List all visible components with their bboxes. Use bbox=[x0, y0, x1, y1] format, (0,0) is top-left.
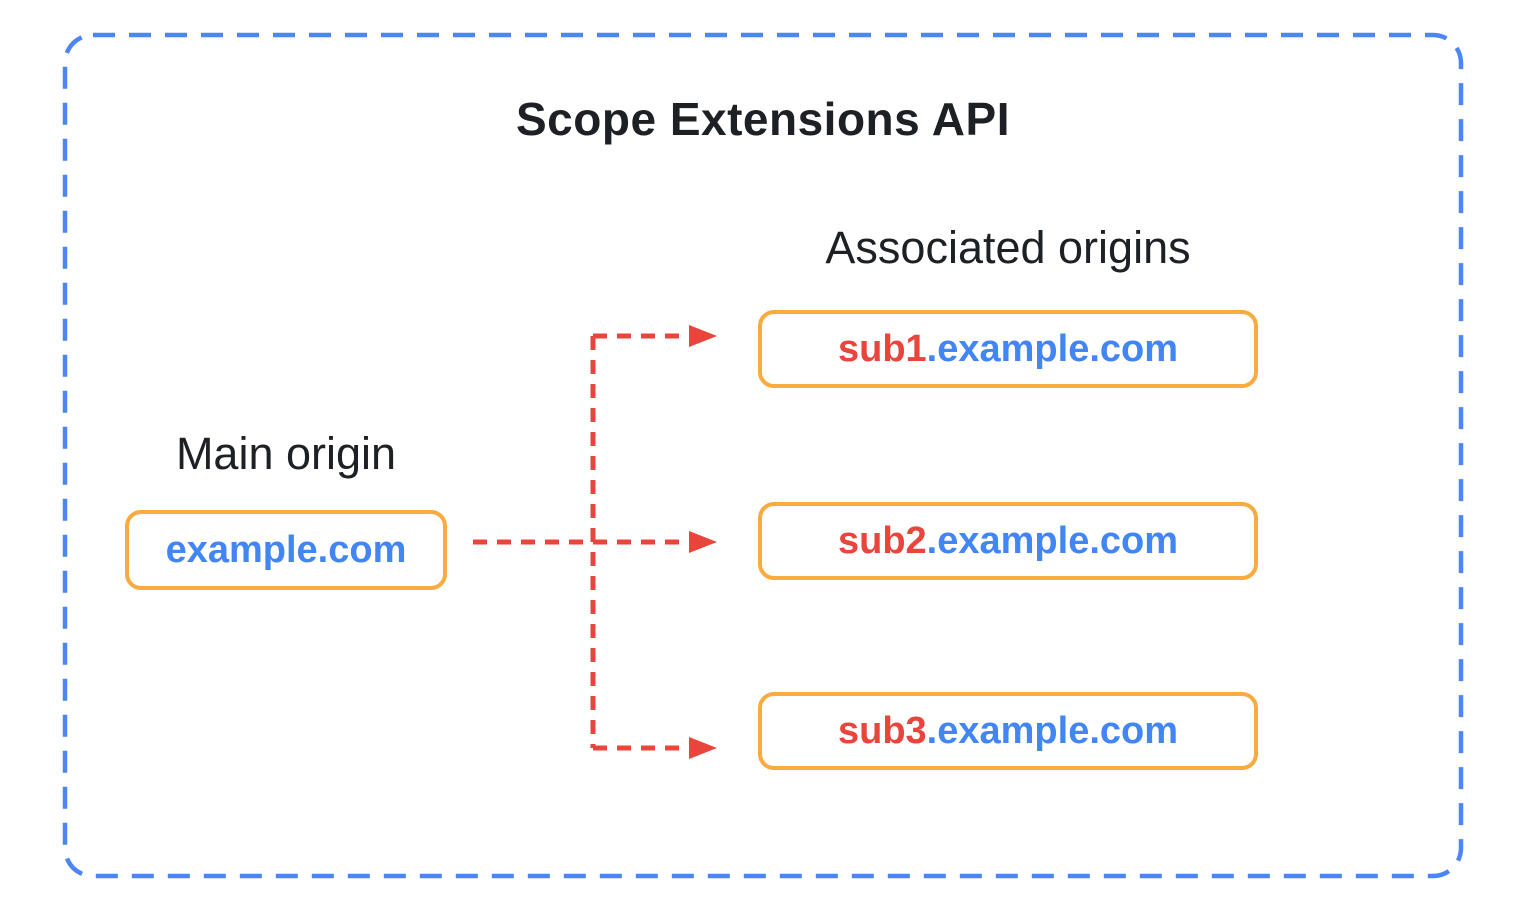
main-origin-domain: example.com bbox=[165, 528, 407, 571]
associated-origin-box-sub1: sub1.example.com bbox=[758, 310, 1258, 388]
subdomain-suffix: .example.com bbox=[926, 519, 1179, 562]
main-origin-label: Main origin bbox=[175, 428, 397, 479]
arrowhead-sub2-icon bbox=[689, 531, 717, 553]
main-origin-box: example.com bbox=[125, 510, 447, 590]
associated-origin-box-sub2: sub2.example.com bbox=[758, 502, 1258, 580]
diagram-title: Scope Extensions API bbox=[516, 93, 1010, 145]
arrowhead-sub3-icon bbox=[689, 737, 717, 759]
associated-origin-domain: sub3.example.com bbox=[838, 710, 1178, 753]
subdomain-suffix: .example.com bbox=[926, 709, 1179, 752]
subdomain-prefix: sub1 bbox=[837, 327, 927, 370]
subdomain-prefix: sub3 bbox=[837, 709, 927, 752]
subdomain-prefix: sub2 bbox=[837, 519, 927, 562]
connector-arrows bbox=[473, 325, 717, 759]
associated-origin-domain: sub1.example.com bbox=[838, 328, 1178, 371]
associated-origin-domain: sub2.example.com bbox=[838, 520, 1178, 563]
subdomain-suffix: .example.com bbox=[926, 327, 1179, 370]
associated-origin-box-sub3: sub3.example.com bbox=[758, 692, 1258, 770]
associated-origins-label: Associated origins bbox=[825, 222, 1191, 273]
arrowhead-sub1-icon bbox=[689, 325, 717, 347]
